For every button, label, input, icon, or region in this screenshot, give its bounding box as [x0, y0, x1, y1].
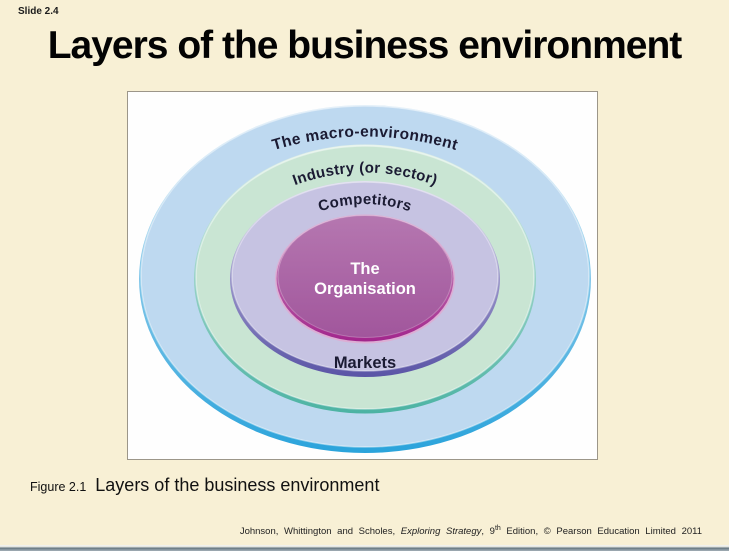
copyright-edition: , 9	[481, 526, 495, 537]
copyright-line: Johnson, Whittington and Scholes, Explor…	[239, 524, 702, 537]
organisation-label-line1: The	[350, 260, 379, 278]
figure-caption-text: Layers of the business environment	[95, 475, 380, 495]
figure-number: Figure 2.1	[30, 480, 87, 494]
markets-label: Markets	[334, 354, 396, 372]
organisation-label-line2: Organisation	[314, 280, 416, 298]
organisation-ellipse	[277, 215, 453, 338]
copyright-edition-suffix: th	[494, 524, 501, 532]
copyright-authors: Johnson, Whittington and Scholes,	[239, 526, 401, 537]
page-title: Layers of the business environment	[47, 24, 683, 67]
figure-caption: Figure 2.1 Layers of the business enviro…	[30, 475, 379, 496]
slide-number: Slide 2.4	[18, 6, 59, 17]
copyright-book-title: Exploring Strategy	[400, 526, 482, 537]
copyright-publisher: Edition, © Pearson Education Limited 201…	[500, 526, 702, 537]
diagram-panel: The macro-environment Industry (or secto…	[127, 91, 598, 460]
layers-diagram: The macro-environment Industry (or secto…	[139, 105, 591, 453]
slide-footer-bar	[0, 545, 729, 551]
